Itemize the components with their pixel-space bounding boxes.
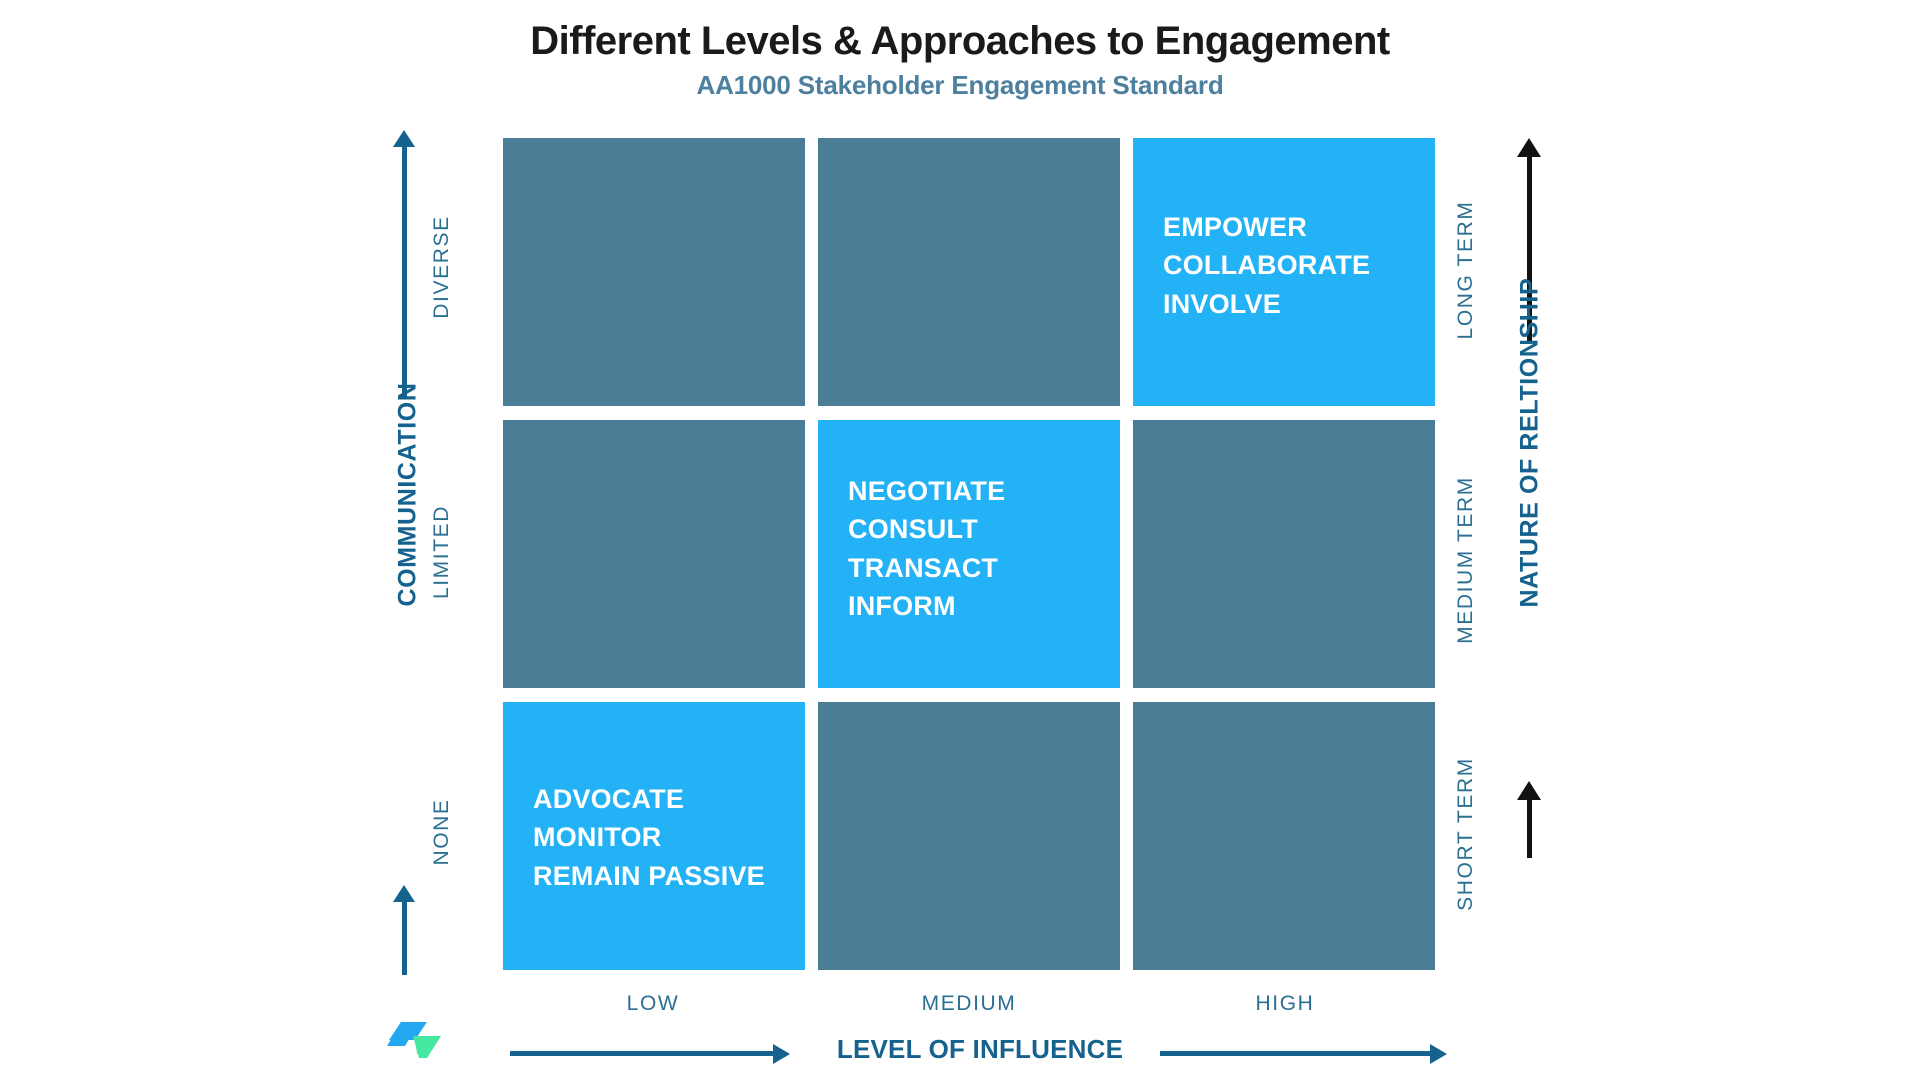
matrix-cell-line: INVOLVE <box>1163 288 1281 319</box>
communication-axis-label: COMMUNICATION <box>393 382 422 607</box>
column-label-medium: MEDIUM <box>921 992 1017 1015</box>
axis-line-right <box>1160 1051 1432 1056</box>
axis-line-upper <box>402 145 407 397</box>
matrix-cell-none-medium[interactable] <box>818 702 1120 970</box>
tier-label-diverse: DIVERSE <box>430 215 453 319</box>
communication-axis: COMMUNICATION <box>380 130 430 975</box>
arrow-right-icon <box>1430 1044 1447 1064</box>
matrix-cell-diverse-high[interactable]: EMPOWER COLLABORATE INVOLVE <box>1133 138 1435 406</box>
tier-label-medium-term: MEDIUM TERM <box>1454 476 1477 644</box>
axis-line-lower <box>1527 798 1532 858</box>
brand-logo-icon <box>387 1022 441 1058</box>
axis-line-left <box>510 1051 775 1056</box>
engagement-matrix: EMPOWER COLLABORATE INVOLVE NEGOTIATE CO… <box>503 138 1435 970</box>
arrow-up-icon <box>1517 781 1541 800</box>
axis-line-upper <box>1527 156 1532 341</box>
matrix-cell-text: EMPOWER COLLABORATE INVOLVE <box>1163 208 1407 323</box>
header: Different Levels & Approaches to Engagem… <box>0 18 1920 101</box>
tier-label-limited: LIMITED <box>430 504 453 600</box>
matrix-cell-line: CONSULT <box>848 514 978 545</box>
matrix-cell-limited-low[interactable] <box>503 420 805 688</box>
relationship-axis: NATURE OF RELTIONSHIP <box>1505 138 1555 858</box>
axis-line-lower <box>402 900 407 975</box>
matrix-cell-limited-high[interactable] <box>1133 420 1435 688</box>
page-title: Different Levels & Approaches to Engagem… <box>530 19 1390 63</box>
matrix-cell-text: NEGOTIATE CONSULT TRANSACT INFORM <box>848 472 1092 625</box>
column-label-low: LOW <box>626 992 680 1015</box>
matrix-cell-diverse-low[interactable] <box>503 138 805 406</box>
matrix-cell-line: EMPOWER <box>1163 212 1307 242</box>
arrow-up-icon <box>393 885 415 902</box>
tier-label-long-term: LONG TERM <box>1454 200 1477 340</box>
tier-label-none: NONE <box>430 798 453 866</box>
arrow-up-icon <box>393 130 415 147</box>
matrix-cell-line: MONITOR <box>533 822 662 853</box>
matrix-cell-line: TRANSACT <box>848 552 999 583</box>
matrix-cell-diverse-medium[interactable] <box>818 138 1120 406</box>
arrow-up-icon <box>1517 138 1541 157</box>
matrix-cell-line: ADVOCATE <box>533 784 685 814</box>
influence-axis: LEVEL OF INFLUENCE <box>500 1034 1460 1074</box>
matrix-cell-line: NEGOTIATE <box>848 476 1006 506</box>
matrix-cell-limited-medium[interactable]: NEGOTIATE CONSULT TRANSACT INFORM <box>818 420 1120 688</box>
column-label-high: HIGH <box>1255 992 1315 1015</box>
relationship-axis-label: NATURE OF RELTIONSHIP <box>1515 277 1544 608</box>
page-subtitle: AA1000 Stakeholder Engagement Standard <box>696 70 1224 100</box>
matrix-cell-none-low[interactable]: ADVOCATE MONITOR REMAIN PASSIVE <box>503 702 805 970</box>
arrow-right-icon <box>773 1044 790 1064</box>
matrix-cell-line: REMAIN PASSIVE <box>533 860 765 891</box>
matrix-cell-line: COLLABORATE <box>1163 250 1371 281</box>
influence-axis-label: LEVEL OF INFLUENCE <box>836 1034 1124 1064</box>
matrix-cell-text: ADVOCATE MONITOR REMAIN PASSIVE <box>533 780 777 895</box>
matrix-cell-line: INFORM <box>848 590 956 621</box>
matrix-cell-none-high[interactable] <box>1133 702 1435 970</box>
tier-label-short-term: SHORT TERM <box>1454 757 1477 911</box>
